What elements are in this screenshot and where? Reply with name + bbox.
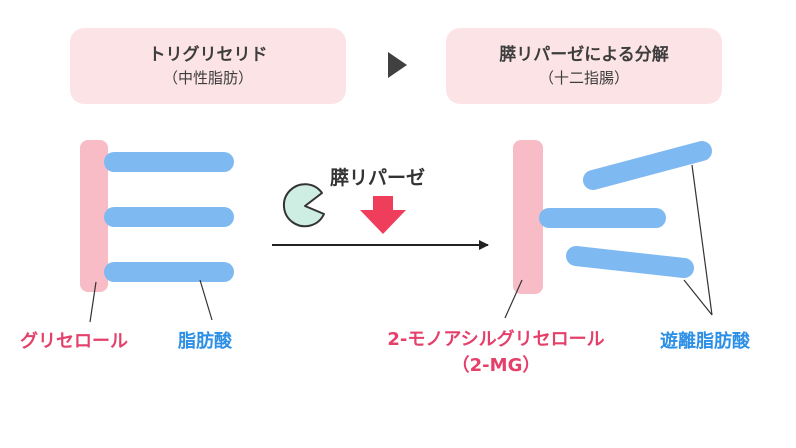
- monoglyceride-leader-line: [504, 279, 523, 319]
- triangle-right-icon: [388, 52, 407, 78]
- triglyceride-title: トリグリセリド: [148, 45, 268, 65]
- triglyceride-subtitle: （中性脂肪）: [162, 69, 253, 87]
- free-fatty-acid-label: 遊離脂肪酸: [660, 331, 750, 352]
- free-fatty-acid-leader-line-1: [691, 164, 713, 316]
- lipase-digestion-subtitle: （十二指腸）: [538, 69, 629, 87]
- monoglyceride-label-line2: （2-MG）: [451, 355, 541, 376]
- monoglyceride-label: 2-モノアシルグリセロール （2-MG）: [356, 327, 636, 379]
- monoglyceride-backbone: [513, 140, 543, 294]
- free-fatty-acid-leader-line-2: [683, 279, 713, 316]
- free-fatty-acid-2: [566, 246, 694, 278]
- pacman-enzyme-icon: [282, 183, 325, 228]
- enzyme-label: 膵リパーゼ: [330, 167, 426, 189]
- triglyceride-box: トリグリセリド （中性脂肪）: [70, 28, 346, 104]
- glycerol-leader-line: [89, 281, 97, 323]
- monoglyceride-label-line1: 2-モノアシルグリセロール: [387, 329, 605, 350]
- lipase-digestion-box: 膵リパーゼによる分解 （十二指腸）: [446, 28, 722, 104]
- fatty-acid-label: 脂肪酸: [178, 331, 232, 352]
- glycerol-label: グリセロール: [20, 331, 128, 352]
- fatty-acid-leader-line: [199, 279, 213, 321]
- lipase-digestion-title: 膵リパーゼによる分解: [499, 45, 669, 65]
- free-fatty-acid-1: [583, 141, 712, 190]
- glycerol-backbone: [80, 140, 108, 292]
- arrow-down-icon: [360, 196, 406, 234]
